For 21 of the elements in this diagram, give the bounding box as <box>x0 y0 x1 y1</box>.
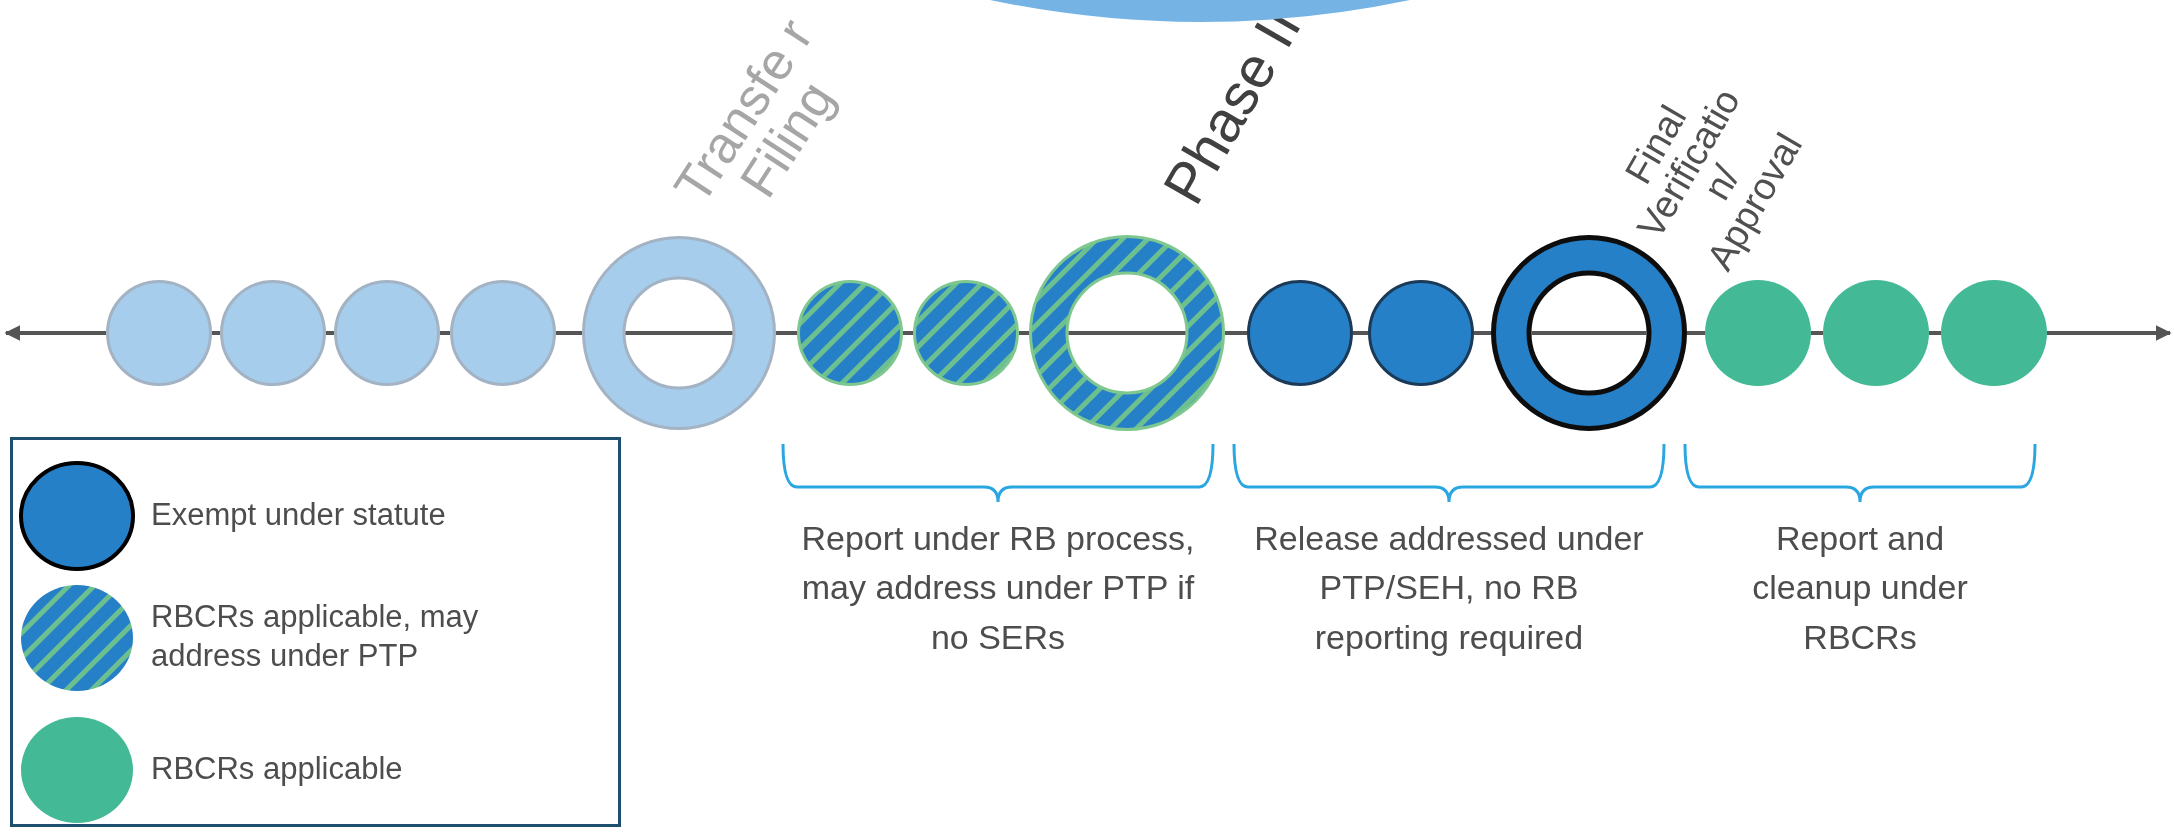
timeline-line <box>1225 331 1247 335</box>
timeline-line <box>556 331 582 335</box>
timeline-line <box>1687 331 1705 335</box>
timeline-line <box>4 325 106 341</box>
bracket-caption: Report and cleanup under RBCRs <box>1751 518 1969 658</box>
bracket-caption: Report under RB process, may address under PTP if no SERs <box>800 518 1196 658</box>
timeline-line <box>903 331 913 335</box>
legend-label: RBCRs applicable <box>151 750 404 788</box>
timeline-line <box>1353 331 1368 335</box>
timeline-line <box>1811 331 1823 335</box>
legend-label: RBCRs applicable, may address under PTP <box>151 598 480 675</box>
bracket-caption: Release addressed under PTP/SEH, no RB reporting required <box>1254 518 1644 658</box>
timeline-line <box>2047 325 2172 341</box>
timeline-line <box>326 331 334 335</box>
timeline-line <box>440 331 450 335</box>
timeline-line <box>1929 331 1941 335</box>
timeline-line <box>212 331 220 335</box>
timeline-line <box>1019 331 1029 335</box>
legend-label: Exempt under statute <box>151 496 447 534</box>
timeline-line <box>776 331 797 335</box>
timeline-line <box>1474 331 1491 335</box>
